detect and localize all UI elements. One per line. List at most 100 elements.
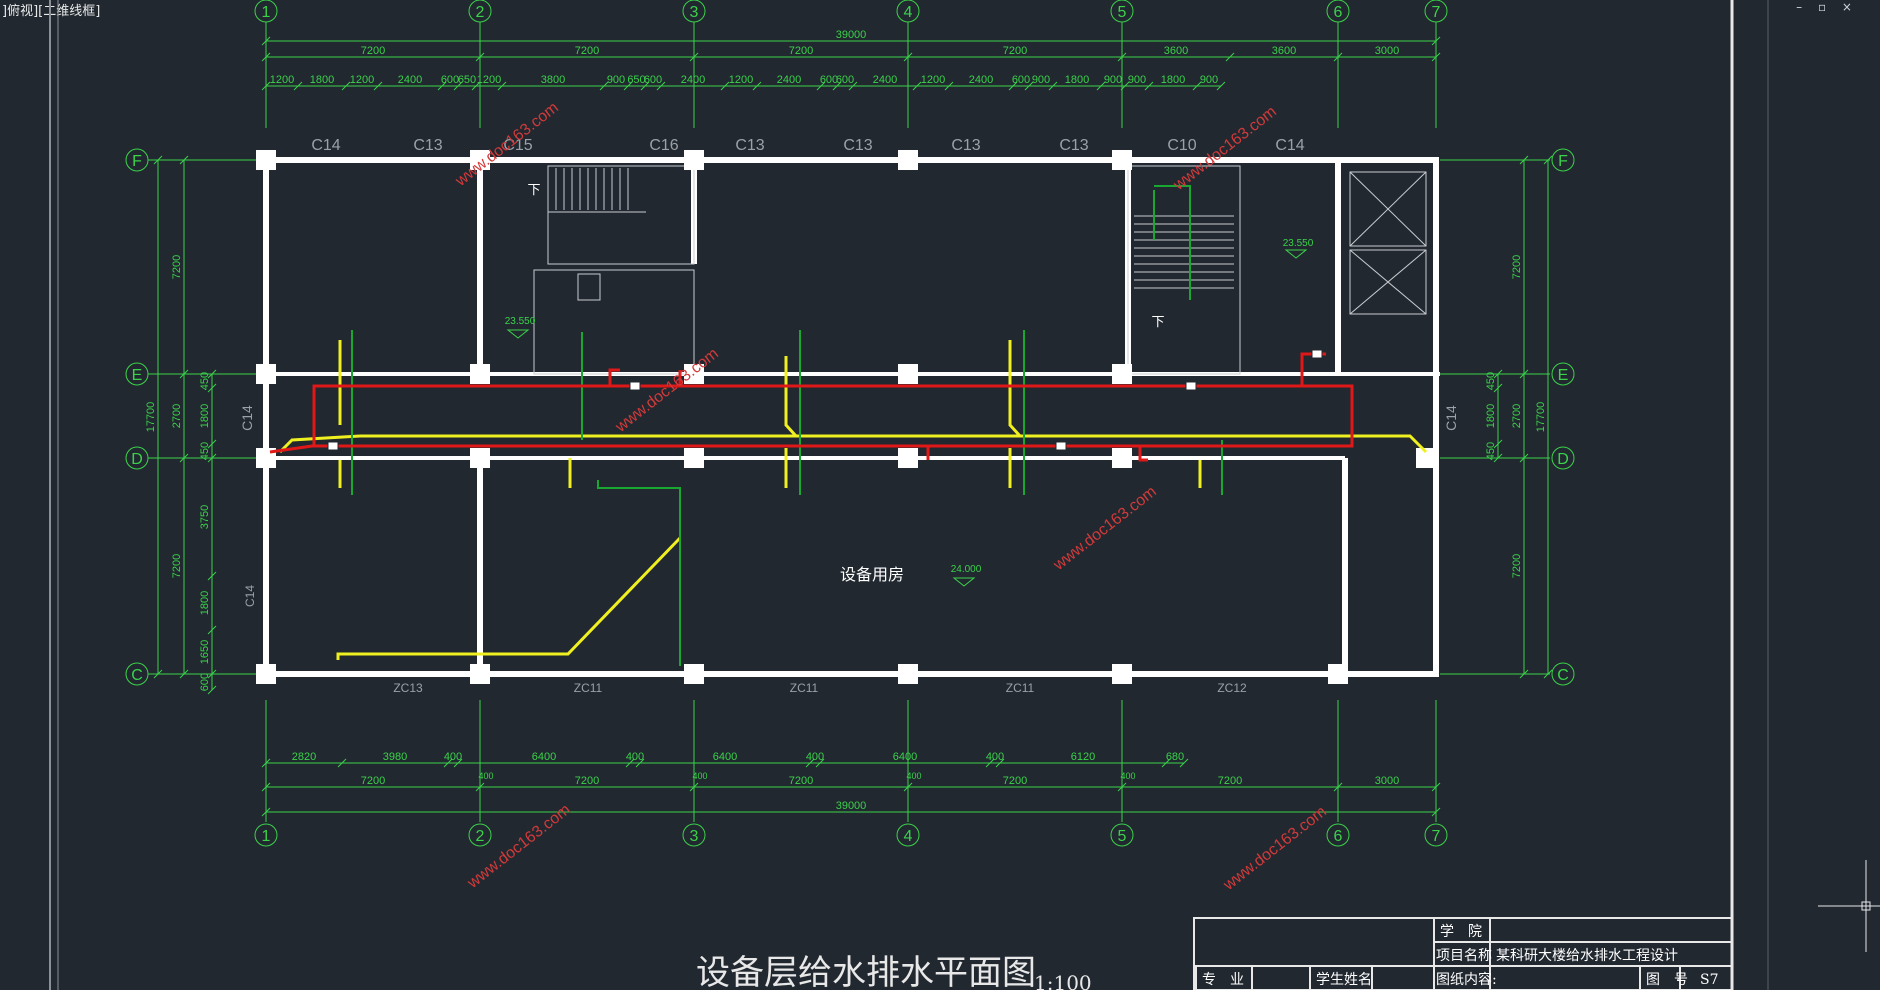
column xyxy=(1112,364,1132,384)
dim-top-detail-text: 650 xyxy=(458,74,476,86)
structural-columns xyxy=(256,150,1436,684)
dim-top-detail-text: 1200 xyxy=(921,74,945,86)
dim-tick xyxy=(944,81,954,91)
dim-tick xyxy=(437,81,447,91)
dim-tick xyxy=(752,81,762,91)
dim-tick xyxy=(815,758,825,768)
dim-tick xyxy=(640,81,650,91)
dim-tick xyxy=(903,52,913,62)
watermark-text: www.doc163.com xyxy=(612,345,722,436)
dim-tick xyxy=(179,669,189,679)
school-label: 学 院 xyxy=(1440,924,1482,940)
dim-tick xyxy=(497,81,507,91)
dim-tick xyxy=(179,155,189,165)
dim-tick xyxy=(453,81,463,91)
dim-tick xyxy=(1120,81,1130,91)
dim-tick xyxy=(1431,807,1441,817)
axis-bubble xyxy=(254,823,278,847)
dim-bottom-bays-text: 7200 xyxy=(1218,775,1242,787)
dim-tick xyxy=(341,81,351,91)
supply-pipes xyxy=(269,352,1354,462)
dim-bottom-400: 400 xyxy=(1120,771,1135,781)
dim-top-detail-text: 600 xyxy=(441,74,459,86)
dim-tick xyxy=(689,52,699,62)
window-label-top: C13 xyxy=(1059,137,1088,154)
dim-top-detail-text: 1800 xyxy=(310,74,334,86)
window-label-side: C14 xyxy=(243,585,257,607)
dim-tick xyxy=(623,81,633,91)
dim-bottom-400: 400 xyxy=(906,771,921,781)
dim-tick xyxy=(1431,782,1441,792)
dim-top-detail-text: 900 xyxy=(1104,74,1122,86)
dim-top-bays-text: 7200 xyxy=(789,45,813,57)
dim-tick xyxy=(635,758,645,768)
dim-tick xyxy=(1179,758,1189,768)
stair-linework xyxy=(533,165,1427,375)
axis-bubble xyxy=(896,823,920,847)
major-label: 专 业 xyxy=(1202,972,1244,988)
watermark-text: www.doc163.com xyxy=(1220,803,1330,894)
column xyxy=(898,448,918,468)
dim-bottom-detail-text: 3980 xyxy=(383,751,407,763)
window-label-top: C15 xyxy=(503,137,532,154)
dim-top-detail-text: 2400 xyxy=(681,74,705,86)
column xyxy=(1416,448,1436,468)
dim-tick xyxy=(720,81,730,91)
dim-left-bays-text: 7200 xyxy=(171,255,183,279)
dim-bottom-total-text: 39000 xyxy=(836,800,867,812)
dim-tick xyxy=(475,52,485,62)
window-label-side: C14 xyxy=(239,405,255,431)
title-block xyxy=(1193,917,1733,990)
column xyxy=(684,150,704,170)
column xyxy=(684,448,704,468)
axis-label-top: 7 xyxy=(1432,4,1441,21)
dim-tick xyxy=(1192,81,1202,91)
project-label: 项目名称 xyxy=(1436,948,1492,964)
window-controls[interactable]: – ▫ × xyxy=(1796,0,1858,14)
dim-tick xyxy=(1519,453,1529,463)
column xyxy=(470,664,490,684)
stair-direction: 下 xyxy=(1151,314,1164,329)
window-label-top: C14 xyxy=(311,137,340,154)
dim-bottom-detail-text: 680 xyxy=(1166,751,1184,763)
dim-bottom-400: 400 xyxy=(478,771,493,781)
vent-pipes xyxy=(351,185,1223,666)
grid-lines xyxy=(125,0,1575,847)
axis-label-right: C xyxy=(1557,667,1569,684)
dim-tick xyxy=(1493,369,1503,379)
window-label-bottom: ZC11 xyxy=(1006,681,1035,695)
dim-tick xyxy=(207,383,217,393)
axis-bubble xyxy=(1551,662,1575,686)
stair-direction: 下 xyxy=(527,182,540,197)
axis-label-top: 2 xyxy=(476,4,485,21)
walls xyxy=(263,157,1440,677)
dim-tick xyxy=(1216,81,1226,91)
dim-tick xyxy=(471,81,481,91)
axis-bubble xyxy=(1551,446,1575,470)
viewport-label[interactable]: ]俯视][二维线框] xyxy=(2,4,101,19)
column xyxy=(898,364,918,384)
dim-right-bays-text: 2700 xyxy=(1511,404,1523,428)
dim-top-detail-text: 2400 xyxy=(777,74,801,86)
axis-bubble xyxy=(254,0,278,23)
axis-bubble xyxy=(125,662,149,686)
column xyxy=(470,448,490,468)
axis-label-bottom: 3 xyxy=(690,828,699,845)
dim-tick xyxy=(207,369,217,379)
axis-bubble xyxy=(125,148,149,172)
dim-tick xyxy=(985,758,995,768)
dim-left-detail-text: 450 xyxy=(199,442,211,460)
dim-left-detail-text: 1650 xyxy=(199,640,211,664)
dim-top-detail-text: 1800 xyxy=(1065,74,1089,86)
dim-tick xyxy=(1117,782,1127,792)
dim-bottom-detail-text: 400 xyxy=(626,751,644,763)
column xyxy=(256,364,276,384)
elevation-triangle xyxy=(952,577,976,587)
dim-tick xyxy=(1048,81,1058,91)
dim-tick xyxy=(1024,81,1034,91)
dim-tick xyxy=(599,81,609,91)
dim-tick xyxy=(816,81,826,91)
dim-tick xyxy=(903,782,913,792)
column xyxy=(1112,664,1132,684)
dim-top-bays-text: 7200 xyxy=(575,45,599,57)
